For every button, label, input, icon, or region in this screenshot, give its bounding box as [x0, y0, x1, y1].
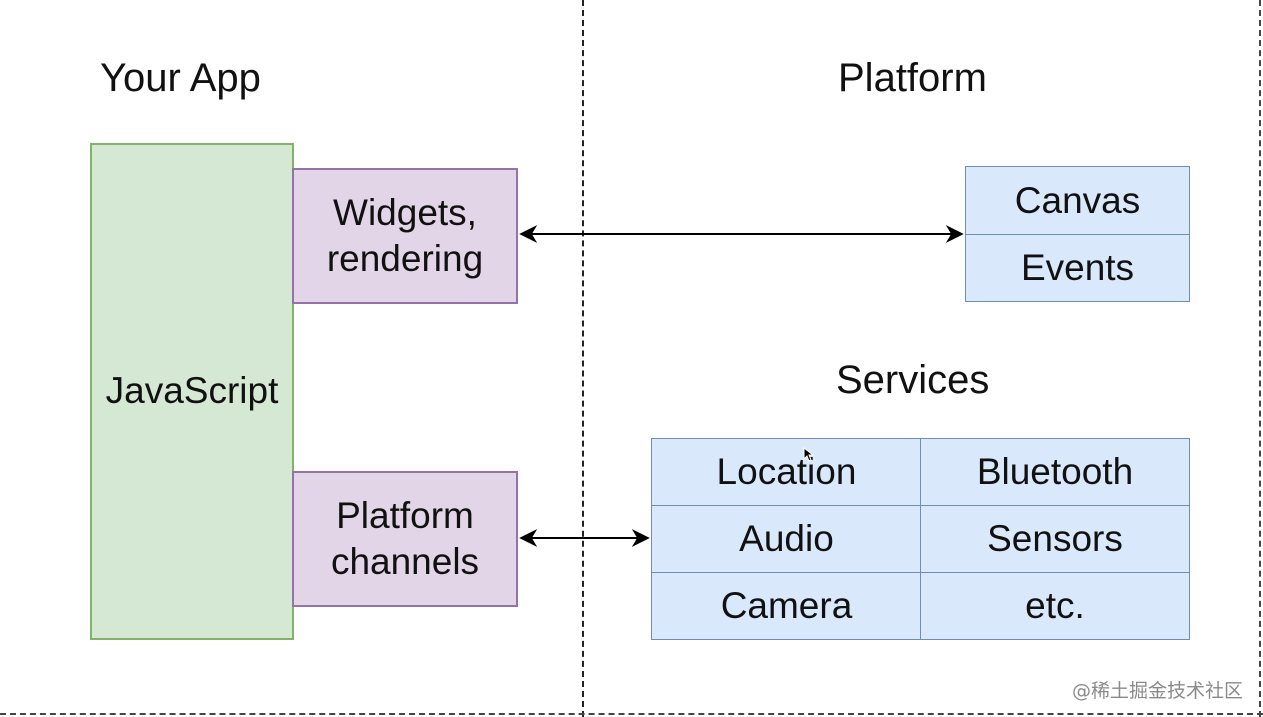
canvas-label: Canvas: [1014, 179, 1141, 221]
service-location: Location: [651, 438, 922, 506]
right-frame-border: [1259, 0, 1261, 717]
widgets-label-line2: rendering: [326, 238, 484, 279]
service-audio-label: Audio: [739, 518, 834, 559]
service-audio: Audio: [651, 505, 922, 573]
channels-label-line1: Platform: [336, 494, 474, 536]
widgets-rendering-box: Widgets, rendering: [292, 168, 518, 304]
javascript-label: JavaScript: [105, 370, 279, 412]
events-label: Events: [1020, 247, 1135, 288]
javascript-box: JavaScript: [90, 143, 294, 640]
mouse-cursor-icon: [803, 447, 815, 462]
events-box: Events: [965, 234, 1190, 302]
service-camera-label: Camera: [720, 585, 853, 626]
service-location-label: Location: [716, 451, 857, 492]
service-camera: Camera: [651, 572, 922, 640]
service-bluetooth-label: Bluetooth: [976, 451, 1134, 492]
your-app-heading: Your App: [100, 56, 261, 100]
service-etc: etc.: [920, 572, 1190, 640]
service-sensors: Sensors: [920, 505, 1190, 573]
platform-heading: Platform: [838, 56, 987, 100]
channels-label-line2: channels: [330, 541, 480, 582]
watermark-text: @稀土掘金技术社区: [1071, 680, 1243, 702]
platform-channels-box: Platform channels: [292, 471, 518, 607]
service-etc-label: etc.: [1025, 585, 1085, 626]
services-heading: Services: [836, 358, 990, 402]
app-platform-divider: [582, 0, 584, 717]
service-sensors-label: Sensors: [987, 518, 1123, 559]
bottom-frame-border: [0, 713, 1263, 715]
widgets-label-line1: Widgets,: [333, 191, 477, 233]
service-bluetooth: Bluetooth: [920, 438, 1190, 506]
canvas-box: Canvas: [965, 166, 1190, 235]
